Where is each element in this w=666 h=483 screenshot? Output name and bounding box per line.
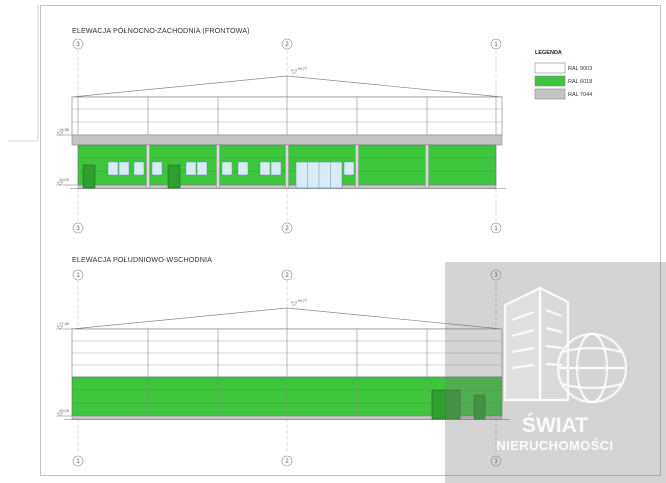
axis-bubble — [490, 269, 502, 281]
legend-label: RAL 9003 — [568, 66, 592, 72]
legend-label: RAL 7044 — [568, 92, 592, 98]
level-eaves: +4,50 — [59, 127, 70, 132]
door — [82, 164, 96, 189]
axis-bubble — [281, 222, 293, 234]
level-markers — [56, 69, 298, 186]
legend-label: RAL 6018 — [568, 79, 592, 85]
axis-bubble — [281, 269, 293, 281]
axis-bubble — [72, 455, 84, 467]
canopy-band — [71, 134, 503, 146]
windows — [107, 161, 355, 176]
legend-swatch — [534, 62, 566, 74]
door — [167, 164, 181, 189]
axis-label: 2 — [285, 226, 289, 232]
glazed-entrance — [295, 161, 343, 189]
axis-bubble — [281, 38, 293, 50]
axis-label: 3 — [494, 459, 498, 465]
watermark-line-2: NIERUCHOMOŚCI — [496, 438, 613, 453]
bay-divisions — [147, 308, 428, 416]
axis-bubble — [490, 455, 502, 467]
axis-label: 1 — [76, 459, 80, 465]
level-markers — [56, 301, 298, 417]
axis-bubble — [281, 455, 293, 467]
axis-label: 2 — [285, 273, 289, 279]
level-ground: ±0,00 — [59, 177, 70, 182]
globe-icon — [556, 332, 628, 404]
columns — [146, 144, 429, 189]
axis-bubble — [490, 222, 502, 234]
bay-divisions — [77, 76, 497, 135]
axis-label: 3 — [494, 273, 498, 279]
legend-swatch — [534, 75, 566, 87]
watermark-line-1: ŚWIAT — [522, 413, 588, 437]
elevation-1-title: ELEWACJA PÓŁNOCNO-ZACHODNIA (FRONTOWA) — [72, 26, 250, 35]
sheet-frame — [40, 5, 661, 476]
level-eaves: +7,50 — [59, 321, 70, 326]
legend-title: LEGENDA — [535, 50, 562, 56]
legend-swatch — [534, 88, 566, 100]
level-ridge: +8,77 — [297, 298, 308, 303]
axis-bubble — [72, 38, 84, 50]
level-ridge: +8,77 — [297, 66, 308, 71]
axis-label: 2 — [285, 42, 289, 48]
watermark-panel — [445, 262, 666, 483]
elevation-2-title: ELEWACJA POŁUDNIOWO-WSCHODNIA — [72, 255, 212, 264]
axis-label: 1 — [494, 226, 498, 232]
elevation-1: 3 2 1 3 2 1 — [56, 38, 506, 234]
axis-bubble — [72, 269, 84, 281]
level-ground: ±0,00 — [59, 408, 70, 413]
axis-bubble — [72, 222, 84, 234]
axis-label: 3 — [76, 226, 80, 232]
axis-label: 3 — [76, 42, 80, 48]
elevation-2: 1 2 3 1 2 3 — [56, 269, 510, 467]
axis-bubble — [490, 38, 502, 50]
door — [473, 394, 486, 420]
axis-label: 1 — [494, 42, 498, 48]
axis-label: 1 — [76, 273, 80, 279]
axis-label: 2 — [285, 459, 289, 465]
watermark: ŚWIAT NIERUCHOMOŚCI — [445, 262, 666, 483]
legend: LEGENDA RAL 9003 RAL 6018 RAL 7044 — [534, 50, 592, 100]
building-logo-icon — [503, 286, 570, 402]
